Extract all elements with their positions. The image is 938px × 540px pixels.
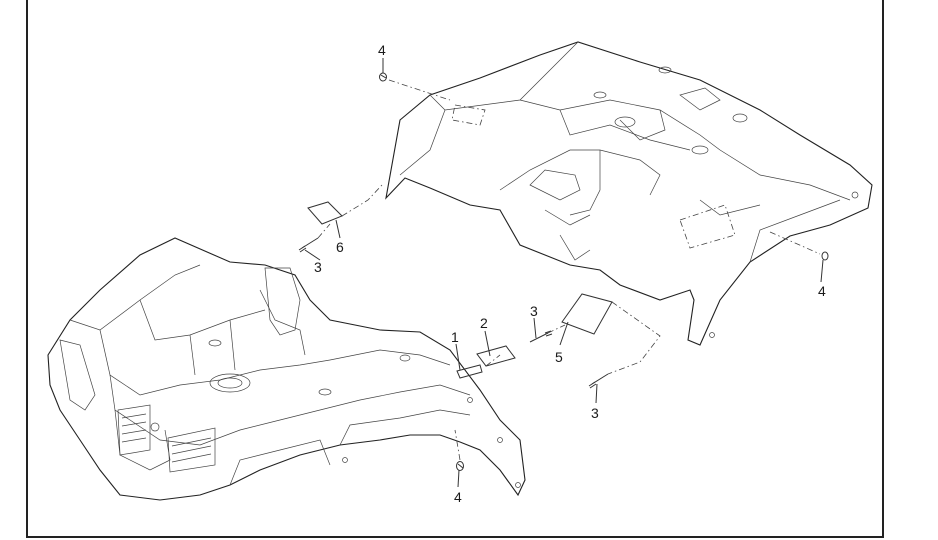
callout-3-left: 3 [314, 259, 322, 275]
callout-4-top: 4 [378, 42, 386, 58]
screw-3c [588, 373, 609, 389]
callout-6: 6 [336, 239, 344, 255]
nut-4b [821, 251, 829, 261]
drawing-frame [26, 0, 884, 538]
screw-3a [298, 237, 319, 253]
assembly-lines [317, 79, 821, 461]
callout-5: 5 [555, 349, 563, 365]
part-6-plate [307, 201, 343, 225]
callout-4-bottom: 4 [454, 489, 462, 505]
nut-4c [456, 461, 464, 471]
part-1-plate [456, 364, 483, 379]
front-fender [47, 237, 526, 501]
callout-1: 1 [451, 329, 459, 345]
part-2-plate [476, 345, 516, 367]
callout-3-mid: 3 [530, 303, 538, 319]
screw-3b [529, 330, 553, 343]
rear-fender [385, 41, 873, 346]
part-5-plate [561, 293, 613, 335]
leader-lines [304, 58, 824, 488]
callout-3-bottom: 3 [591, 405, 599, 421]
callout-4-right: 4 [818, 283, 826, 299]
callout-labels: 4 6 3 4 3 2 1 5 3 4 [314, 42, 826, 505]
callout-2: 2 [480, 315, 488, 331]
nut-4a [379, 72, 387, 82]
grille [117, 404, 216, 473]
